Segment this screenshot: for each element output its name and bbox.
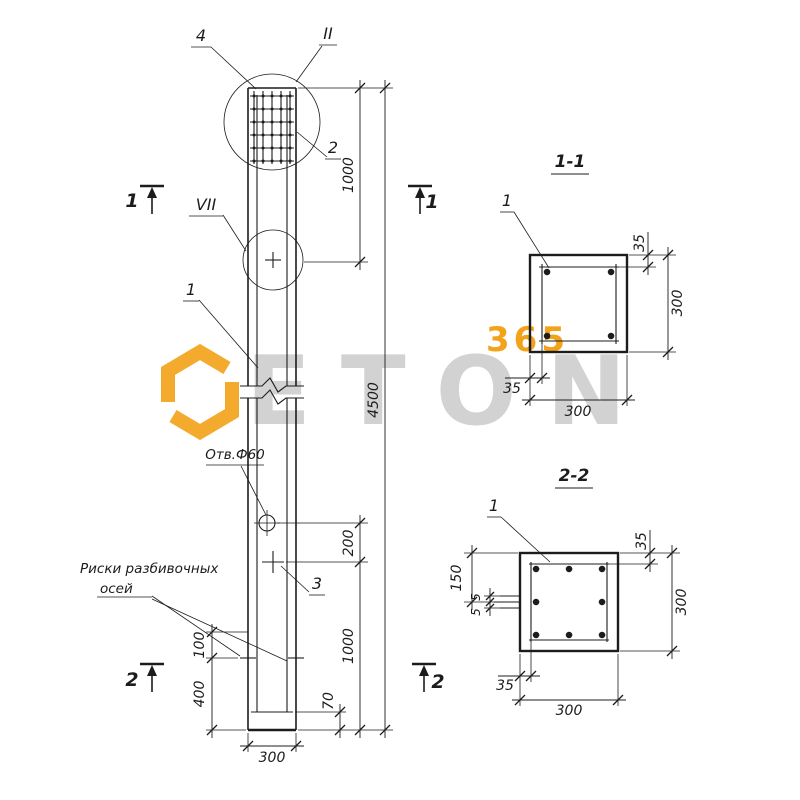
section-2-2-dim-150: 150 [449, 565, 465, 592]
section-2-2-dim-cover-left: 35 [496, 678, 514, 694]
section-1-1-ticks [524, 249, 674, 406]
section-1-1-callout: 1 [502, 191, 512, 210]
section-cut-marker-2-left [140, 662, 164, 692]
watermark-brand-text: ETON [246, 337, 656, 447]
axes-note-line2: осей [100, 581, 133, 597]
section-1-1-dim-cover-top: 35 [632, 234, 648, 252]
section-1-1-callout-leader [500, 211, 550, 269]
marker-label-2-left: 2 [125, 669, 138, 691]
watermark: ETON 365 [161, 320, 656, 447]
seton-logo-hex-bottom [169, 382, 239, 441]
section-2-2-dim-width: 300 [556, 703, 583, 719]
section-2-2-view: 2-2 [449, 466, 690, 719]
section-1-1-view: 1-1 35 300 35 300 [500, 152, 686, 420]
marker-label-1-left: 1 [125, 190, 138, 212]
dim-400: 400 [192, 681, 208, 708]
section-2-2-dim-5a: 5 [469, 593, 483, 601]
callout-leaders [97, 44, 341, 662]
column-outline [247, 87, 297, 732]
axes-note-line1: Риски разбивочных [80, 561, 219, 577]
section-2-2-callout: 1 [489, 496, 499, 515]
section-cut-marker-1-left [140, 184, 164, 214]
dim-overall-4500: 4500 [366, 382, 382, 418]
mesh-node-dots [252, 94, 292, 163]
elevation-view: 1000 4500 200 1000 100 400 70 300 [80, 24, 445, 766]
dim-100: 100 [192, 632, 208, 659]
section-2-2-title: 2-2 [559, 466, 590, 486]
cross-mark-3 [262, 551, 284, 573]
section-cut-marker-1-right [408, 184, 432, 214]
section-1-1-title: 1-1 [555, 152, 586, 172]
callout-II: II [323, 24, 333, 43]
section-1-1-stirrup [539, 264, 619, 344]
section-cut-marker-2-right [412, 662, 436, 692]
section-2-2-risk-mark [494, 595, 520, 609]
dim-top-1000: 1000 [341, 157, 357, 193]
section-2-2-dim-height: 300 [674, 589, 690, 616]
top-mesh-grid [250, 91, 294, 164]
marker-label-1-right: 1 [425, 191, 438, 213]
detail-circle-node [242, 229, 304, 291]
callout-VII: VII [196, 195, 217, 214]
section-2-2-dimlines [471, 530, 673, 701]
section-2-2-dim-5b: 5 [469, 608, 483, 616]
callout-3: 3 [312, 574, 322, 593]
watermark-badge-text: 365 [486, 320, 569, 360]
section-1-1-outline [528, 253, 629, 354]
column-rebar-lines [251, 95, 293, 713]
section-2-2-rebar-dots [532, 565, 606, 639]
detail-circle-top [223, 73, 321, 171]
callout-4: 4 [196, 26, 206, 45]
section-1-1-dim-cover-left: 35 [503, 381, 521, 397]
dim-width-300: 300 [259, 750, 286, 766]
dim-bottom-1000: 1000 [341, 628, 357, 664]
dim-70: 70 [321, 692, 337, 710]
section-1-1-dim-width: 300 [565, 404, 592, 420]
node-cross-mark [265, 252, 281, 268]
dim-200: 200 [341, 530, 357, 557]
dimension-lines [211, 80, 386, 747]
callout-1: 1 [186, 280, 196, 299]
section-2-2-callout-leader [487, 516, 551, 563]
break-lines [240, 377, 304, 405]
dimension-ticks [206, 82, 391, 752]
section-2-2-stirrup [529, 562, 609, 642]
callout-2: 2 [328, 138, 338, 157]
section-1-1-rebar-dots [543, 268, 615, 340]
hole-f60 [254, 510, 280, 536]
section-2-2-dim-cover-top: 35 [634, 532, 650, 550]
marker-label-2-right: 2 [431, 671, 444, 693]
callout-hole-f60: Отв.Ф60 [205, 447, 265, 463]
seton-logo-hex-top [161, 343, 231, 402]
section-2-2-ticks [466, 547, 678, 706]
section-1-1-dim-height: 300 [670, 290, 686, 317]
